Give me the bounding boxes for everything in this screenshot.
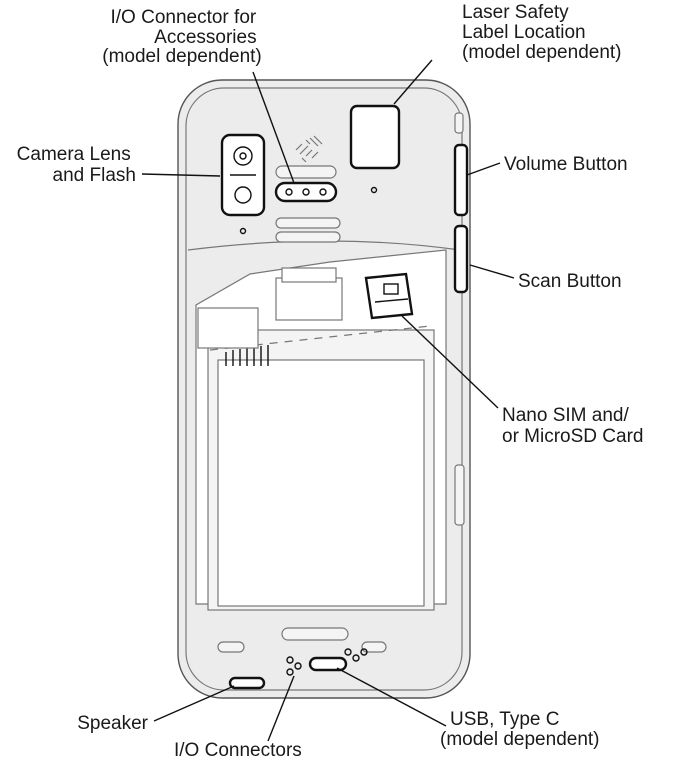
camera-lens-and-flash — [220, 133, 266, 235]
camera-lens-icon — [233, 146, 253, 166]
label-io-connector-accessories: I/O Connector for Accessories (model dep… — [102, 7, 262, 67]
label-sim: Nano SIM and/ or MicroSD Card — [502, 405, 643, 447]
leader-usb — [336, 667, 447, 727]
speaker-grille — [228, 676, 266, 690]
flash-icon — [234, 186, 252, 204]
leader-volume — [466, 162, 501, 176]
camera-mic-hole — [239, 227, 247, 235]
side-notch — [454, 112, 464, 134]
leader-camera — [141, 173, 221, 177]
side-slot-lower — [454, 464, 465, 526]
label-io-connectors: I/O Connectors — [174, 740, 302, 761]
bottom-edge — [217, 627, 387, 690]
bottom-latch — [281, 627, 349, 641]
usb-type-c-port — [308, 656, 348, 672]
label-volume: Volume Button — [504, 154, 628, 175]
rear-mic-hole — [370, 186, 378, 194]
leader-io-connectors — [267, 675, 295, 742]
compartment-left-tab — [197, 307, 259, 349]
battery-connector-block — [275, 277, 343, 321]
brand-logo-icon — [295, 135, 323, 163]
io-connector-pins — [286, 648, 368, 676]
leader-laser — [393, 59, 433, 105]
accessory-rail-top — [275, 165, 337, 179]
io-connector-accessories — [274, 165, 341, 243]
leader-io-accessories — [252, 71, 295, 184]
leader-sim — [401, 315, 499, 409]
laser-label-area — [349, 104, 401, 170]
battery-contacts — [225, 345, 269, 366]
sim-microsd-slot — [364, 272, 414, 320]
accessory-rail-2 — [275, 231, 341, 243]
leader-speaker — [153, 685, 235, 722]
leader-scan — [469, 264, 515, 279]
leader-lines — [141, 59, 515, 742]
io-connector-accessories-port — [274, 181, 338, 203]
scan-button — [453, 224, 469, 294]
accessory-rail-1 — [275, 217, 341, 229]
battery-compartment — [195, 249, 447, 611]
laser-safety-label — [349, 104, 401, 194]
label-camera: Camera Lens and Flash — [17, 144, 136, 186]
side-buttons — [453, 112, 469, 526]
battery-floor — [217, 359, 425, 607]
label-scan: Scan Button — [518, 271, 622, 292]
label-speaker: Speaker — [77, 713, 148, 734]
volume-button — [453, 143, 469, 217]
device-inner-edge — [185, 87, 463, 691]
label-usb: USB, Type C (model dependent) — [440, 709, 600, 750]
label-laser-safety: Laser Safety Label Location (model depen… — [462, 2, 622, 63]
